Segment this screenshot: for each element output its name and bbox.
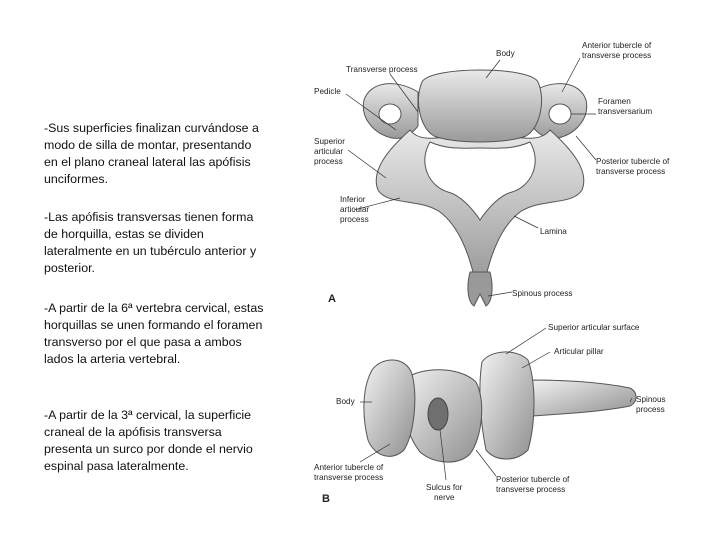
- label-a-superior-3: process: [314, 157, 343, 166]
- paragraph-unciform: -Sus superficies finalizan curvándose a …: [44, 121, 259, 186]
- label-a-spinous: Spinous process: [512, 289, 573, 298]
- label-b-spinous-2: process: [636, 405, 665, 414]
- label-a-posterior-tubercle-1: Posterior tubercle of: [596, 157, 670, 166]
- label-a-superior-2: articular: [314, 147, 343, 156]
- paragraph-nerve-sulcus: -A partir de la 3ª cervical, la superfic…: [44, 408, 253, 473]
- label-a-pedicle: Pedicle: [314, 87, 341, 96]
- vertebra-figure: Body Transverse process Anterior tubercl…: [300, 30, 700, 520]
- panel-label-a: A: [328, 293, 336, 305]
- label-a-body: Body: [496, 49, 516, 58]
- label-b-articular-pillar: Articular pillar: [554, 347, 604, 356]
- label-a-foramen-2: transversarium: [598, 107, 652, 116]
- panel-label-b: B: [322, 493, 330, 505]
- vertebra-superior-view: Body Transverse process Anterior tubercl…: [314, 41, 670, 307]
- label-a-inferior-2: articular: [340, 205, 369, 214]
- label-a-anterior-tubercle-1: Anterior tubercle of: [582, 41, 652, 50]
- label-b-posterior-tubercle-1: Posterior tubercle of: [496, 475, 570, 484]
- label-b-posterior-tubercle-2: transverse process: [496, 485, 565, 494]
- paragraph-transverse-foramen: -A partir de la 6ª vertebra cervical, es…: [44, 301, 264, 366]
- label-a-foramen-1: Foramen: [598, 97, 631, 106]
- label-a-transverse-process: Transverse process: [346, 65, 418, 74]
- label-b-superior-surface: Superior articular surface: [548, 323, 640, 332]
- label-a-posterior-tubercle-2: transverse process: [596, 167, 665, 176]
- label-a-anterior-tubercle-2: transverse process: [582, 51, 651, 60]
- label-a-inferior-1: Inferior: [340, 195, 366, 204]
- label-b-sulcus-1: Sulcus for: [426, 483, 463, 492]
- label-b-spinous-1: Spinous: [636, 395, 666, 404]
- label-a-superior-1: Superior: [314, 137, 345, 146]
- label-b-anterior-tubercle-1: Anterior tubercle of: [314, 463, 384, 472]
- label-b-anterior-tubercle-2: transverse process: [314, 473, 383, 482]
- vertebra-illustration: Body Transverse process Anterior tubercl…: [314, 41, 670, 505]
- label-a-inferior-3: process: [340, 215, 369, 224]
- paragraph-transverse-fork: -Las apófisis transversas tienen forma d…: [44, 210, 257, 275]
- vertebra-lateral-view: Superior articular surface Articular pil…: [314, 323, 666, 505]
- label-b-body: Body: [336, 397, 356, 406]
- label-a-lamina: Lamina: [540, 227, 567, 236]
- label-b-sulcus-2: nerve: [434, 493, 455, 502]
